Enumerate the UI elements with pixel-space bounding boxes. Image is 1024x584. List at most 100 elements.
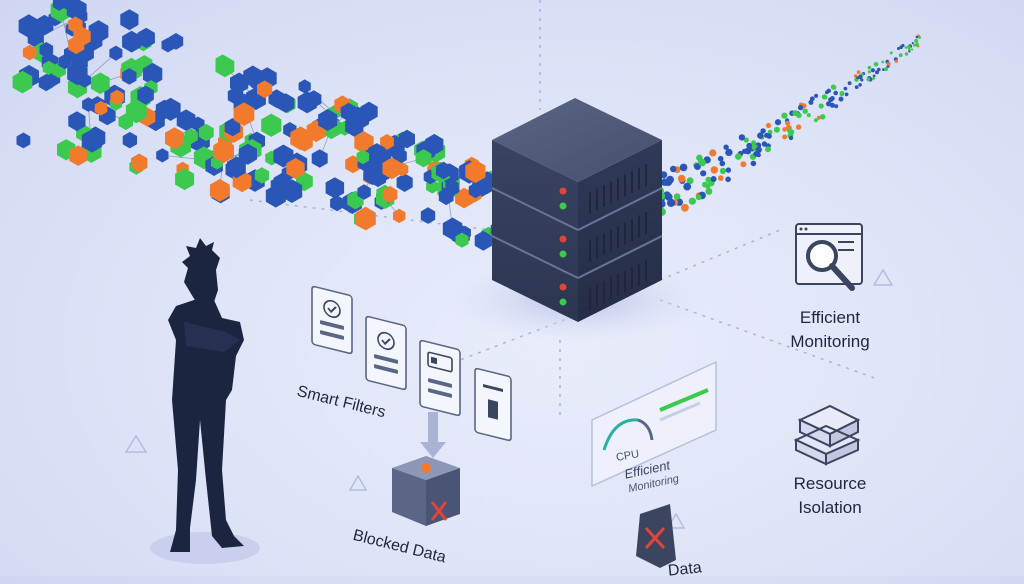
data-hexagon [209, 178, 230, 202]
data-particle [816, 115, 821, 120]
data-particle [683, 182, 692, 191]
data-particle [821, 94, 828, 100]
data-hexagon [261, 113, 282, 137]
data-hexagon [122, 68, 137, 85]
data-particle [755, 146, 762, 153]
data-particle [688, 197, 697, 205]
data-particle [767, 129, 773, 135]
data-hexagon [125, 99, 147, 124]
magnifier-window-icon [795, 223, 863, 291]
data-particle [717, 155, 724, 162]
efficient-monitoring-line2: Monitoring [790, 332, 870, 351]
data-hexagon [122, 131, 137, 149]
data-particle [818, 103, 824, 109]
data-hexagon [12, 70, 33, 94]
data-particle [858, 83, 862, 87]
data-particle [751, 140, 757, 146]
data-hexagon [73, 26, 91, 47]
data-particle [694, 163, 701, 171]
data-hexagon [233, 102, 255, 126]
efficient-monitoring-label: Efficient Monitoring [760, 306, 900, 354]
data-hexagon [380, 134, 394, 150]
data-particle [705, 187, 713, 195]
data-particle [710, 166, 718, 174]
data-particle [725, 167, 732, 173]
data-particle [725, 148, 733, 156]
data-particle [719, 167, 727, 175]
data-particle [673, 193, 681, 200]
data-particle [788, 135, 794, 141]
data-particle [681, 203, 689, 212]
data-particle [774, 119, 782, 126]
data-particle [806, 113, 811, 118]
data-hexagon [277, 93, 295, 113]
data-particle [670, 165, 677, 173]
data-particle [830, 84, 836, 90]
data-hexagon [360, 101, 378, 122]
data-particle [814, 93, 819, 98]
data-hexagon [39, 42, 54, 58]
data-particle [696, 154, 703, 162]
data-particle [826, 88, 831, 94]
data-hexagon [357, 184, 371, 200]
data-particle [702, 181, 708, 188]
data-particle [834, 104, 839, 109]
data-hexagon [213, 139, 234, 163]
arrow-down-icon [420, 412, 446, 458]
decorative-triangles [124, 268, 894, 529]
data-particle [867, 70, 872, 74]
resource-isolation-label: Resource Isolation [760, 472, 900, 520]
data-hexagon [425, 133, 444, 155]
stacked-boxes-icon [793, 404, 861, 466]
data-particle-stream [656, 34, 921, 216]
data-particle [709, 149, 717, 157]
data-hexagon [110, 89, 124, 106]
data-hexagon [286, 158, 305, 179]
data-particle [918, 36, 921, 39]
data-particle [765, 146, 771, 153]
data-hexagon [131, 153, 148, 173]
data-hexagon [73, 59, 86, 74]
data-particle [904, 52, 909, 56]
data-hexagon [109, 45, 123, 61]
data-particle [866, 77, 871, 82]
blocked-bin-icon [392, 456, 460, 526]
data-hexagon [176, 109, 196, 131]
efficient-monitoring-line1: Efficient [799, 308, 861, 327]
data-hexagon [393, 208, 406, 224]
filter-card-icon [474, 367, 512, 442]
data-particle [884, 67, 888, 72]
smart-filter-cards [311, 285, 512, 458]
data-particle [839, 90, 845, 96]
data-hexagon [224, 118, 241, 137]
data-particle [875, 70, 879, 75]
data-particle [785, 120, 791, 126]
data-hexagon [78, 73, 91, 88]
checklist-card-icon [365, 315, 407, 391]
data-hexagon [455, 232, 469, 248]
data-particle [826, 101, 832, 107]
data-particle [705, 176, 712, 183]
data-hexagon [81, 129, 103, 153]
data-hexagon [165, 127, 184, 150]
data-hexagon [306, 90, 322, 108]
data-hexagon [90, 72, 110, 95]
data-particle [854, 85, 859, 89]
data-hexagon [122, 30, 142, 53]
data-hexagon [420, 207, 436, 224]
person-figure [168, 238, 244, 552]
data-particle [718, 175, 724, 181]
data-hexagon [160, 97, 181, 121]
data-hexagon [382, 157, 402, 180]
data-hexagon [42, 60, 55, 75]
data-hexagon [22, 44, 37, 61]
data-particle [899, 45, 903, 49]
data-particle [792, 110, 799, 117]
status-leds [559, 187, 567, 306]
data-particle [820, 114, 826, 120]
data-particle [735, 153, 742, 160]
cpu-gauge-icon [591, 360, 717, 488]
data-particle [881, 60, 885, 64]
data-hexagon [356, 149, 370, 165]
